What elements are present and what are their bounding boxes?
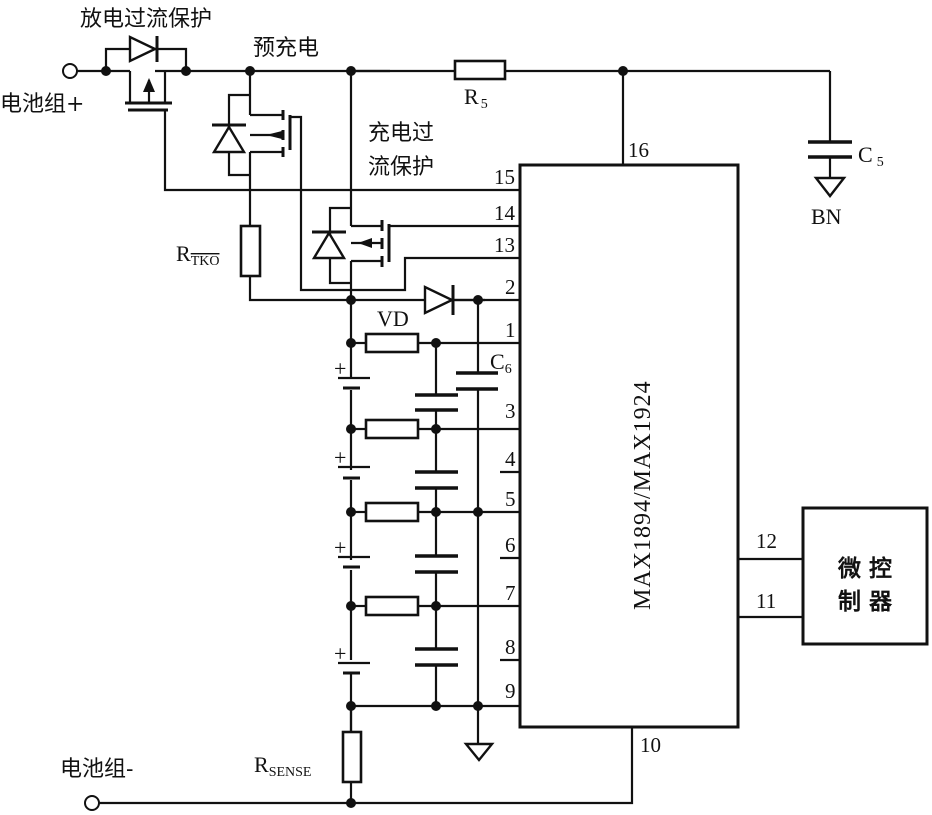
chip-name: MAX1894/MAX1924 xyxy=(630,380,656,610)
vd-label: VD xyxy=(377,306,409,331)
battery-pos-label: 电池组+ xyxy=(0,92,84,117)
bn-label: BN xyxy=(811,204,842,229)
mosfet-arrow xyxy=(266,131,282,139)
resistor-rtko xyxy=(239,224,262,278)
wire xyxy=(248,276,485,302)
battery-cell xyxy=(338,661,370,675)
precharge-diode xyxy=(211,124,247,154)
plus-sign: + xyxy=(334,445,346,470)
pin-label: 8 xyxy=(505,635,516,659)
battery-neg-label: 电池组- xyxy=(60,757,133,782)
resistor-rsense xyxy=(341,730,363,784)
tap-3 xyxy=(346,418,520,440)
battery-pos-terminal xyxy=(62,63,78,79)
pin-label: 6 xyxy=(505,533,516,557)
pin-label: 12 xyxy=(756,529,777,553)
mosfet-arrow xyxy=(358,238,372,248)
mcu-label-1: 微 控 xyxy=(837,555,892,582)
plus-sign: + xyxy=(334,641,346,666)
mosfet-arrow xyxy=(143,78,155,92)
chip-max1894 xyxy=(518,163,740,729)
junction-dot xyxy=(181,66,191,76)
pin-label: 1 xyxy=(505,318,516,342)
microcontroller-block xyxy=(801,506,929,646)
wire xyxy=(351,256,520,292)
battery-cell xyxy=(338,376,370,390)
pin-label: 15 xyxy=(494,165,515,189)
pin-label: 14 xyxy=(494,201,516,225)
wire xyxy=(99,727,634,805)
mcu-label-2: 制 器 xyxy=(838,588,893,615)
pin-label: 13 xyxy=(494,233,515,257)
plus-sign: + xyxy=(334,356,346,381)
discharge-protection-label: 放电过流保护 xyxy=(80,7,212,32)
ground-icon xyxy=(463,742,495,762)
junction-dot xyxy=(473,701,483,711)
battery-cell xyxy=(338,465,370,480)
diode-vd xyxy=(423,285,455,315)
charge-protection-label-2: 流保护 xyxy=(368,155,434,180)
pin-label: 9 xyxy=(505,679,516,703)
pin-label: 16 xyxy=(628,138,649,162)
precharge-label: 预充电 xyxy=(253,36,319,61)
tap-7 xyxy=(346,595,520,617)
ground-icon xyxy=(813,176,847,198)
pin-label: 5 xyxy=(505,487,516,511)
rtko-label: RTKO xyxy=(176,241,219,269)
wire xyxy=(130,108,520,192)
discharge-diode xyxy=(128,35,158,63)
pin-label: 3 xyxy=(505,399,516,423)
battery-cell xyxy=(338,555,370,569)
tap-5 xyxy=(346,501,520,523)
c6-label: C6 xyxy=(490,349,512,377)
junction-dot xyxy=(431,701,441,711)
rsense-label: RSENSE xyxy=(254,752,311,780)
pin-label: 7 xyxy=(505,581,516,605)
pin-label: 11 xyxy=(756,589,776,613)
pin-label: 10 xyxy=(640,733,661,757)
pin-label: 4 xyxy=(505,447,516,471)
junction-dot xyxy=(346,798,356,808)
resistor-r5 xyxy=(453,59,507,81)
charge-protection-label-1: 充电过 xyxy=(368,121,434,146)
wire xyxy=(288,115,351,292)
charge-diode xyxy=(311,230,347,260)
pin-label: 2 xyxy=(505,275,516,299)
battery-neg-terminal xyxy=(84,795,100,811)
plus-sign: + xyxy=(334,535,346,560)
